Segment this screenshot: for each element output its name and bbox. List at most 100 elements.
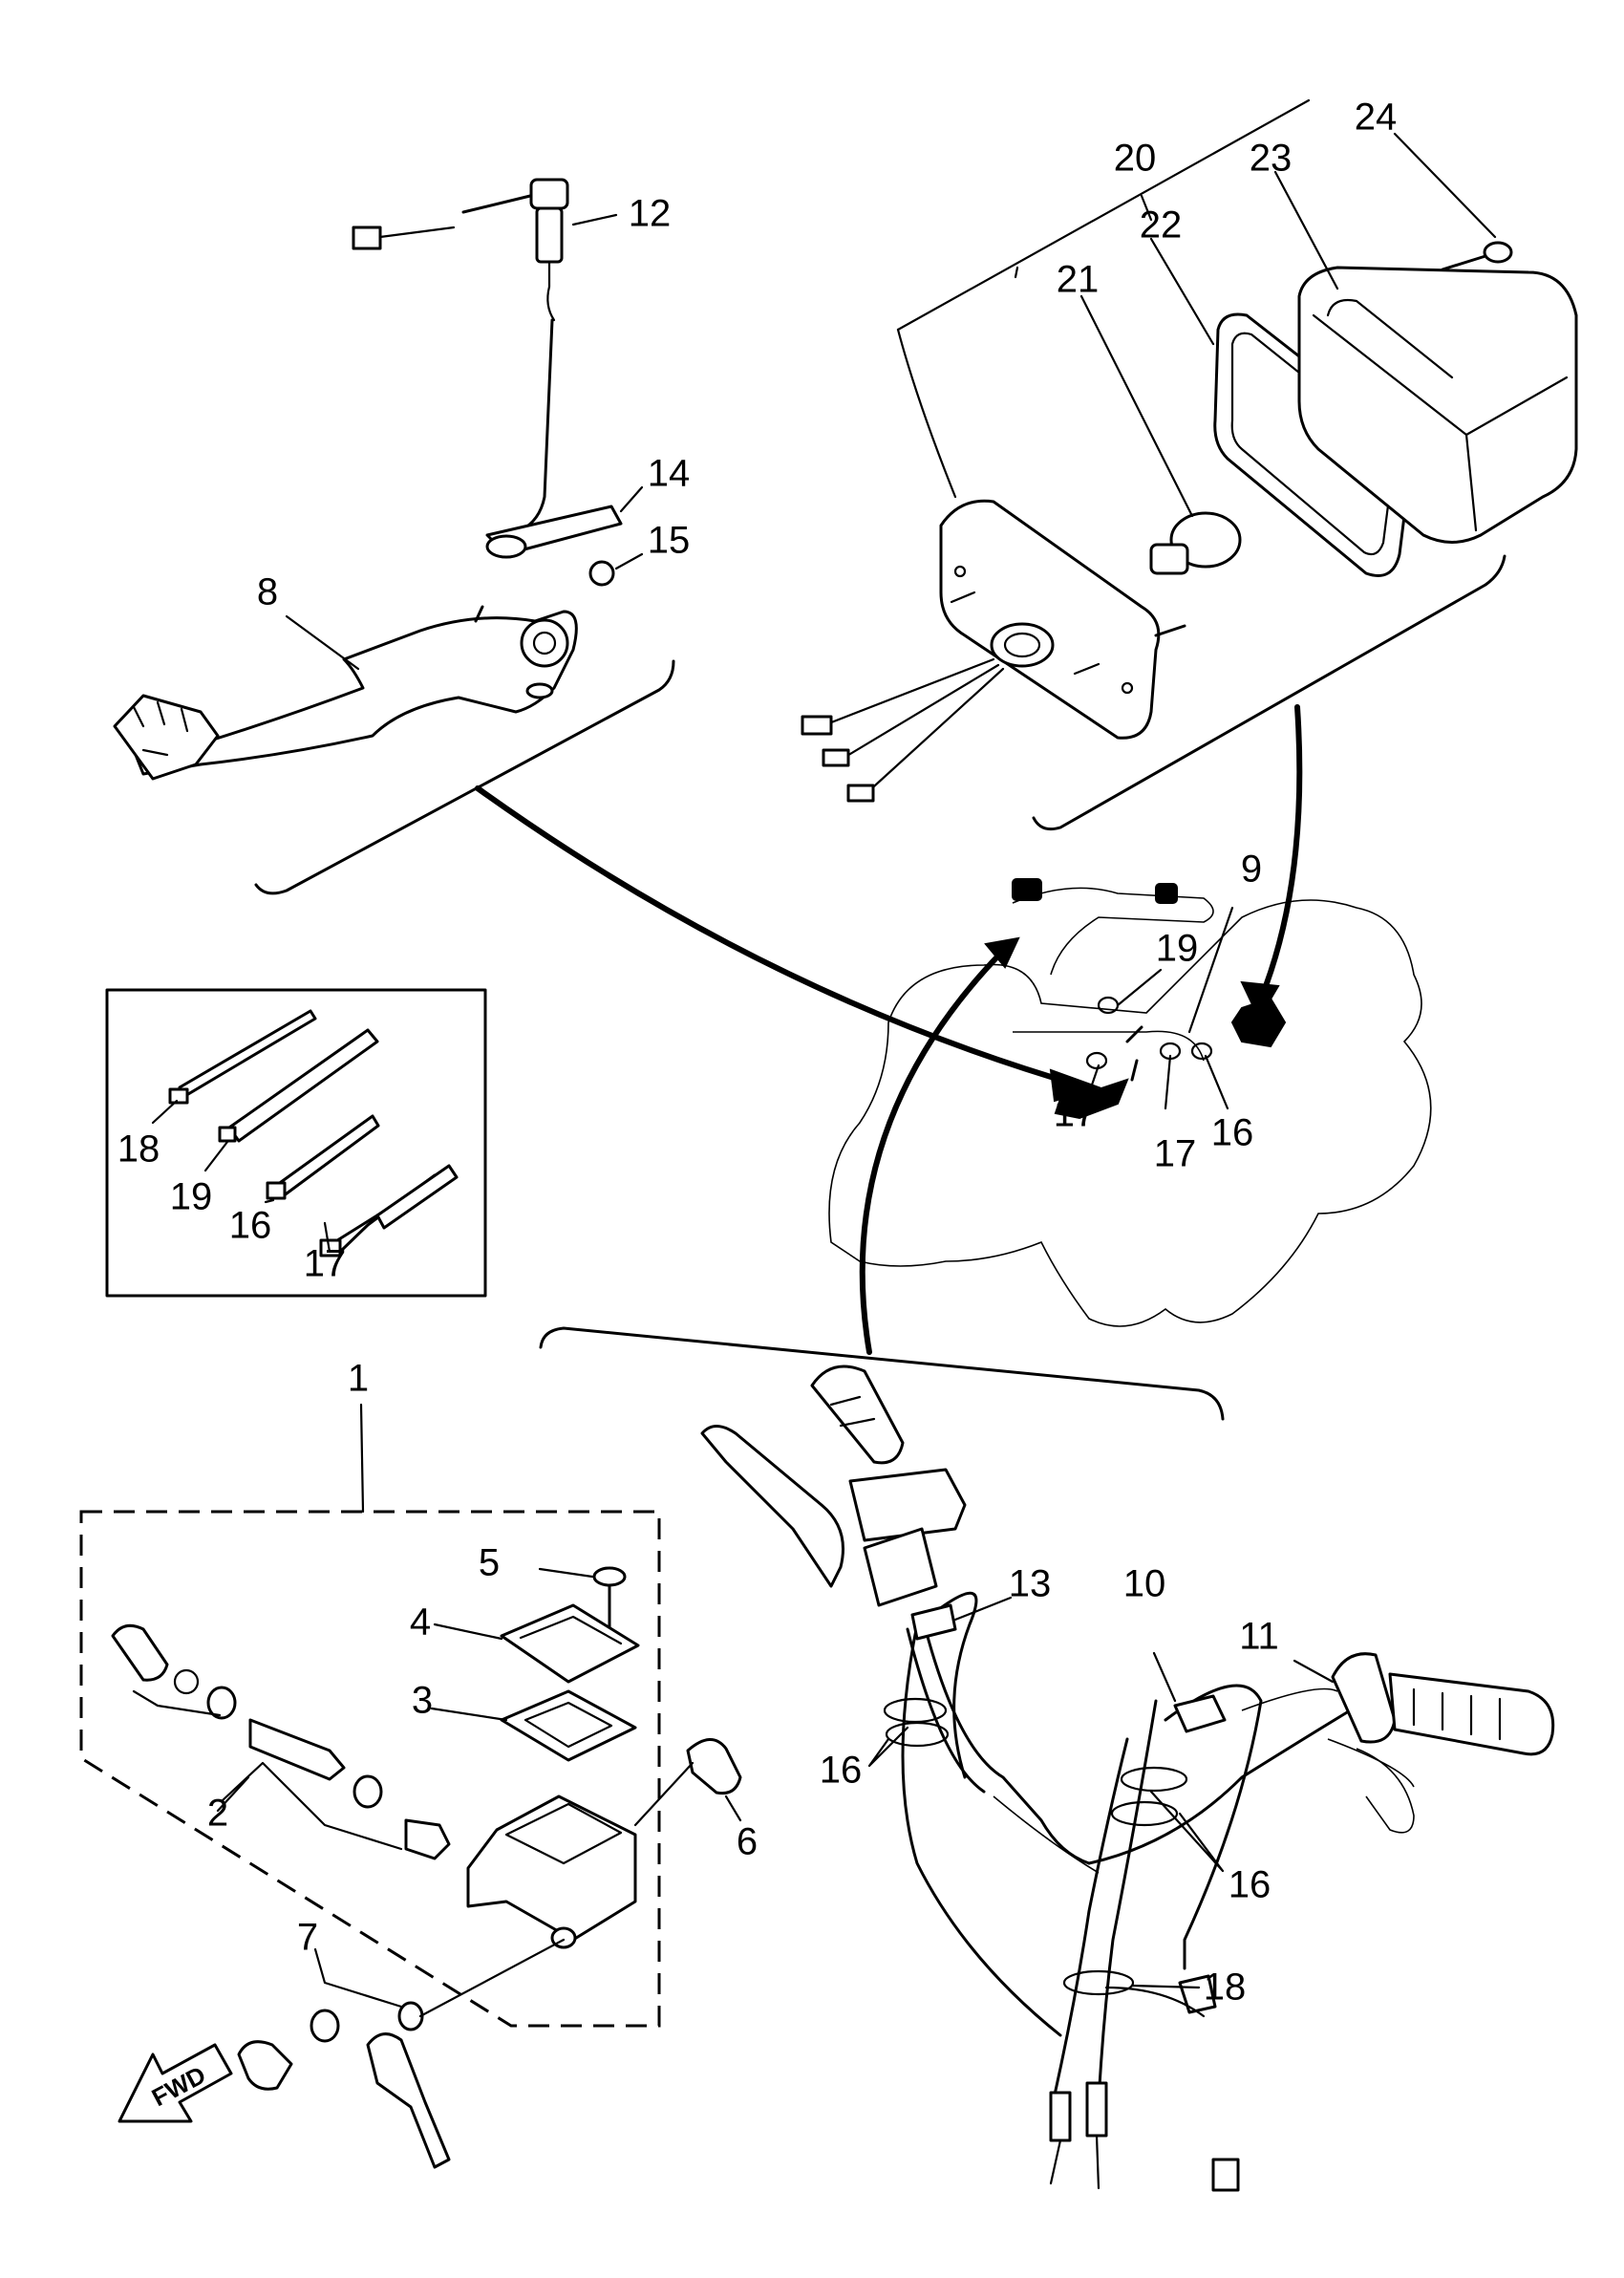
- leader-23: [1273, 170, 1339, 290]
- callout-labels: 1 2 3 4 5 6 7 8 9 10 11 12 13 14 15 16 1…: [118, 97, 1398, 2113]
- callout-19-inset: 19: [170, 1176, 213, 1218]
- atv-seat: [1013, 1030, 1205, 1062]
- atv-tie-16: [1190, 1042, 1213, 1061]
- callout-20-bracket: [896, 98, 1311, 332]
- kit-links-a: [132, 1689, 222, 1717]
- lens-23: [1297, 266, 1578, 544]
- leader-19: [203, 1140, 229, 1172]
- diaphragm-inner: [524, 1701, 613, 1749]
- screw-5-head: [592, 1566, 627, 1587]
- brake-hose-fitting: [366, 2032, 451, 2169]
- screw-head: [1483, 241, 1513, 264]
- switch-spring: [546, 260, 556, 322]
- clutch-lever: [700, 1425, 844, 1588]
- spring: [404, 1818, 451, 1860]
- direction-arrow-icon: [118, 2043, 233, 2123]
- kit-dashed-border: [79, 1510, 661, 2028]
- pedal-tab: [474, 605, 484, 623]
- reservoir-cap-4: [500, 1603, 640, 1684]
- callout-17-atv-a: 17: [1054, 1093, 1097, 1135]
- brake-pedal: [113, 178, 644, 781]
- tie-17-strap: [375, 1164, 459, 1230]
- taillight-group-bracket: [1032, 554, 1506, 831]
- union-bolt: [237, 2040, 293, 2091]
- switch-terminal: [352, 226, 382, 250]
- bolt-15: [588, 560, 615, 587]
- leader-22: [1149, 237, 1215, 346]
- harness-left-loop: [930, 1591, 978, 1779]
- callout-9: 9: [1241, 849, 1262, 891]
- callout-17-inset: 17: [304, 1243, 347, 1285]
- harness-plug-b: [1085, 2081, 1108, 2138]
- leader-15: [614, 552, 644, 570]
- bulb-base: [1149, 543, 1189, 575]
- right-brake-lever: [1356, 1748, 1415, 1834]
- master-cylinder-kit: [79, 1403, 742, 2169]
- leader-20: [1140, 194, 1153, 222]
- pedal-footrest: [113, 694, 220, 781]
- leader-11: [1293, 1659, 1335, 1684]
- harness-plug-c: [1211, 2158, 1240, 2192]
- band-16c: [1110, 1800, 1179, 1827]
- holder-6: [686, 1738, 742, 1795]
- callout-16-inset: 16: [229, 1205, 272, 1247]
- master-cylinder-body: [466, 1794, 637, 1942]
- atv-pedal-marker: [1054, 1078, 1129, 1120]
- bar-bend: [993, 1795, 1100, 1874]
- callout-13: 13: [1009, 1563, 1052, 1605]
- group-brackets: [254, 98, 1506, 1421]
- leader-10: [1152, 1651, 1177, 1703]
- right-grip-texture: [1412, 1687, 1502, 1741]
- callout-20-bracket-left: [896, 328, 957, 499]
- callout-2: 2: [207, 1793, 228, 1835]
- atv-grip-left: [1012, 878, 1042, 901]
- handlebar-tube-left-inner: [906, 1627, 986, 1794]
- piston: [248, 1718, 346, 1781]
- callout-16-bar-right: 16: [1229, 1864, 1271, 1906]
- socket-ring: [1003, 632, 1041, 658]
- left-grip: [810, 1365, 905, 1465]
- tie-18-head: [168, 1087, 189, 1105]
- leader-6: [724, 1794, 742, 1822]
- switch-lead: [461, 194, 532, 214]
- band-18: [1062, 1969, 1135, 1996]
- switch-wire: [378, 226, 456, 239]
- atv-outline: [828, 878, 1432, 1327]
- callout-22: 22: [1140, 204, 1183, 247]
- callout-10: 10: [1123, 1563, 1166, 1605]
- gasket-inner: [1230, 332, 1396, 556]
- leader-17-inset: [323, 1221, 331, 1254]
- leader-18: [151, 1099, 179, 1125]
- callout-23: 23: [1250, 138, 1293, 180]
- arm-eye: [485, 534, 527, 559]
- handlebar-tube-right: [1087, 1699, 1368, 1865]
- wire-connector-b: [822, 748, 850, 767]
- pedal-pivot-boss: [520, 618, 569, 668]
- tie-16-head: [266, 1181, 287, 1200]
- washer: [206, 1686, 237, 1720]
- harness-trunk-b: [1097, 1699, 1158, 2104]
- callout-20-tick-a: [1014, 266, 1019, 279]
- harness-connector: [1178, 1974, 1217, 2014]
- right-lever-ghost: [1241, 1687, 1415, 1788]
- atv-handlebar: [1012, 887, 1214, 976]
- callout-15: 15: [648, 520, 691, 562]
- base-studs: [950, 591, 1100, 676]
- boot: [111, 1623, 169, 1682]
- handlebar-assembly: [700, 1365, 1555, 2192]
- pedal-tread: [132, 700, 189, 757]
- base-hole-b: [1121, 681, 1134, 695]
- pedal-connector: [475, 785, 1082, 1088]
- callout-4: 4: [410, 1601, 431, 1644]
- atv-ties: [1125, 1025, 1143, 1082]
- front-brake-switch: [910, 1603, 957, 1641]
- leader-8: [285, 614, 360, 671]
- leader-3: [430, 1707, 508, 1722]
- screw-shaft: [1441, 254, 1487, 271]
- leader-1: [359, 1403, 365, 1514]
- throttle-switch-11: [1331, 1652, 1397, 1744]
- plug-leads: [1049, 2134, 1100, 2190]
- lens-edges: [1312, 313, 1569, 532]
- handlebar-group-bracket: [539, 1326, 1225, 1421]
